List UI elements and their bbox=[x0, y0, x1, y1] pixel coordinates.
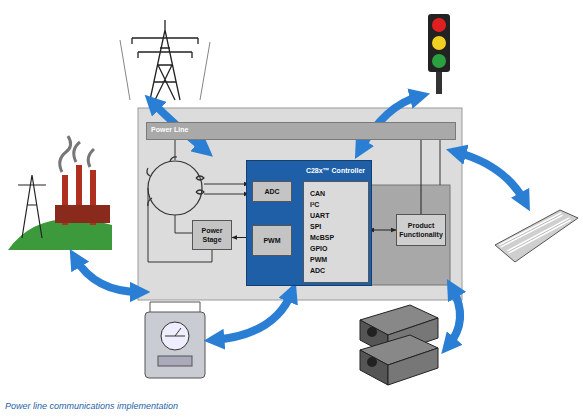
current-transformer bbox=[147, 157, 204, 215]
current-transformer-part bbox=[148, 161, 202, 215]
communication-arrows-part bbox=[75, 258, 140, 292]
cameras-part bbox=[367, 327, 377, 337]
node-label: McBSP bbox=[310, 232, 362, 243]
sensor-wires-part bbox=[204, 194, 249, 195]
communication-arrows bbox=[75, 96, 525, 346]
sensor-wires-part bbox=[204, 184, 249, 185]
node-label: ADC bbox=[255, 187, 289, 196]
power-meter-part bbox=[158, 356, 192, 366]
main-panel-part bbox=[138, 108, 462, 300]
connector bbox=[421, 140, 422, 214]
node-label: ADC bbox=[310, 265, 362, 276]
power-tower-part bbox=[120, 40, 210, 100]
traffic-light-part bbox=[432, 36, 446, 50]
fluorescent-lamp-part bbox=[500, 214, 570, 252]
power-plant-part bbox=[18, 175, 46, 238]
node-label: CAN bbox=[310, 188, 362, 199]
cameras-part bbox=[360, 350, 388, 385]
node-label: I²C bbox=[310, 199, 362, 210]
traffic-light-part bbox=[428, 14, 450, 72]
node-label: C28x™ Controller bbox=[253, 166, 365, 175]
power-tower-part bbox=[132, 20, 198, 100]
power-plant-part bbox=[60, 136, 94, 172]
sensor-wires-part bbox=[175, 215, 192, 233]
power-meter-part bbox=[150, 302, 200, 312]
communication-arrows-part bbox=[456, 152, 525, 202]
node-label: SPI bbox=[310, 221, 362, 232]
fluorescent-lamp-part bbox=[495, 210, 578, 262]
caption: Power line communications implementation bbox=[5, 401, 178, 411]
current-transformer-part bbox=[147, 157, 204, 206]
power-meter-part bbox=[145, 312, 205, 378]
traffic-light-part bbox=[436, 72, 442, 94]
main-panel bbox=[138, 108, 462, 300]
product-region-part bbox=[370, 185, 450, 285]
power-line-taps-part bbox=[440, 140, 441, 185]
power-stage-box: Power Stage bbox=[192, 220, 232, 250]
traffic-light bbox=[428, 14, 450, 94]
sensor-wires bbox=[148, 184, 249, 262]
power-meter bbox=[145, 302, 205, 378]
product-box: Product Functionality bbox=[396, 214, 446, 246]
fluorescent-lamp bbox=[495, 210, 578, 262]
cameras bbox=[360, 305, 438, 385]
node-label: PWM bbox=[310, 254, 362, 265]
connector bbox=[369, 230, 396, 231]
power-plant bbox=[8, 136, 112, 250]
power-line-band: Power Line bbox=[146, 122, 456, 140]
power-meter-part bbox=[161, 322, 189, 350]
pwm-box: PWM bbox=[252, 225, 292, 256]
power-plant-part bbox=[8, 219, 112, 250]
power-meter-part bbox=[165, 328, 185, 336]
interface-list: CANI²CUARTSPIMcBSPGPIOPWMADC bbox=[303, 181, 369, 283]
controller-box: C28x™ ControllerADCPWMCANI²CUARTSPIMcBSP… bbox=[246, 160, 372, 286]
node-label: PWM bbox=[255, 236, 289, 245]
node-label: Product Functionality bbox=[399, 221, 443, 239]
power-tower-part bbox=[132, 38, 198, 58]
cameras-part bbox=[367, 357, 377, 367]
traffic-light-part bbox=[432, 18, 446, 32]
power-tower bbox=[120, 20, 210, 100]
node-label: Power Stage bbox=[195, 226, 229, 244]
product-region bbox=[370, 185, 450, 285]
node-label: GPIO bbox=[310, 243, 362, 254]
node-label: Power Line bbox=[151, 125, 451, 134]
cameras-part bbox=[388, 348, 438, 385]
power-plant-part bbox=[55, 205, 110, 223]
traffic-light-part bbox=[432, 54, 446, 68]
communication-arrows-part bbox=[448, 288, 460, 346]
node-label: UART bbox=[310, 210, 362, 221]
adc-box: ADC bbox=[252, 181, 292, 202]
communication-arrows-part bbox=[214, 292, 292, 340]
fluorescent-lamp-part bbox=[500, 214, 570, 252]
